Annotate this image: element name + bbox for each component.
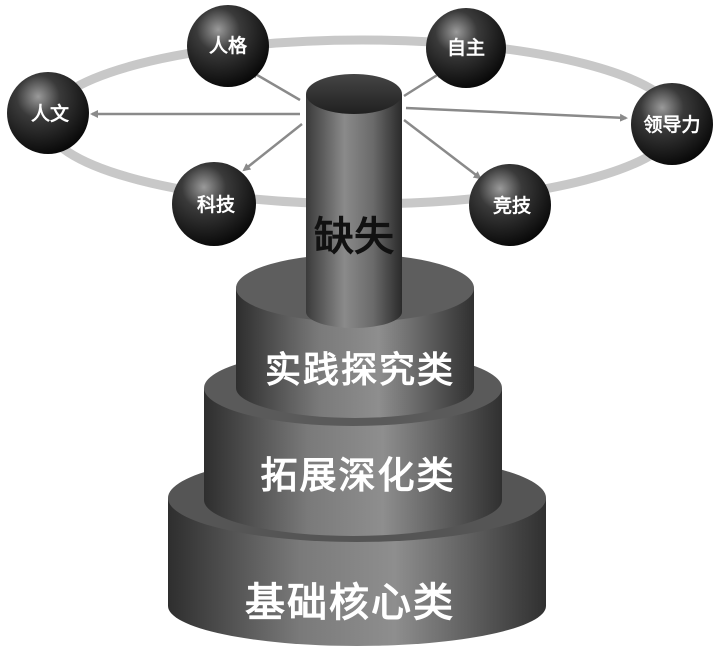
sphere-autonomy-label: 自主 bbox=[447, 36, 485, 59]
tier-middle-label: 拓展深化类 bbox=[261, 453, 456, 497]
sphere-leadership-label: 领导力 bbox=[643, 113, 700, 136]
sphere-competition-label: 竞技 bbox=[493, 194, 532, 217]
tier-top-label: 实践探究类 bbox=[265, 349, 455, 391]
sphere-humanities: 人文 bbox=[7, 72, 89, 154]
tier-top: 实践探究类 bbox=[236, 254, 474, 418]
connector-arrows bbox=[90, 70, 628, 180]
sphere-personality-label: 人格 bbox=[209, 34, 248, 57]
arrow-technology bbox=[242, 123, 303, 172]
sphere-leadership: 领导力 bbox=[631, 83, 713, 165]
arrow-competition bbox=[403, 119, 482, 180]
arrow-personality bbox=[250, 70, 301, 102]
arrow-autonomy bbox=[403, 70, 444, 98]
tier-bottom-label: 基础核心类 bbox=[245, 579, 455, 626]
central-pillar: 缺失 bbox=[306, 74, 402, 328]
sphere-technology: 科技 bbox=[172, 162, 256, 246]
sphere-autonomy: 自主 bbox=[426, 8, 506, 88]
sphere-technology-label: 科技 bbox=[197, 193, 236, 216]
sphere-personality: 人格 bbox=[187, 5, 269, 87]
pillar-label: 缺失 bbox=[314, 213, 395, 260]
sphere-competition: 竞技 bbox=[469, 164, 551, 246]
arrow-leadership bbox=[405, 106, 628, 122]
sphere-humanities-label: 人文 bbox=[31, 102, 70, 125]
